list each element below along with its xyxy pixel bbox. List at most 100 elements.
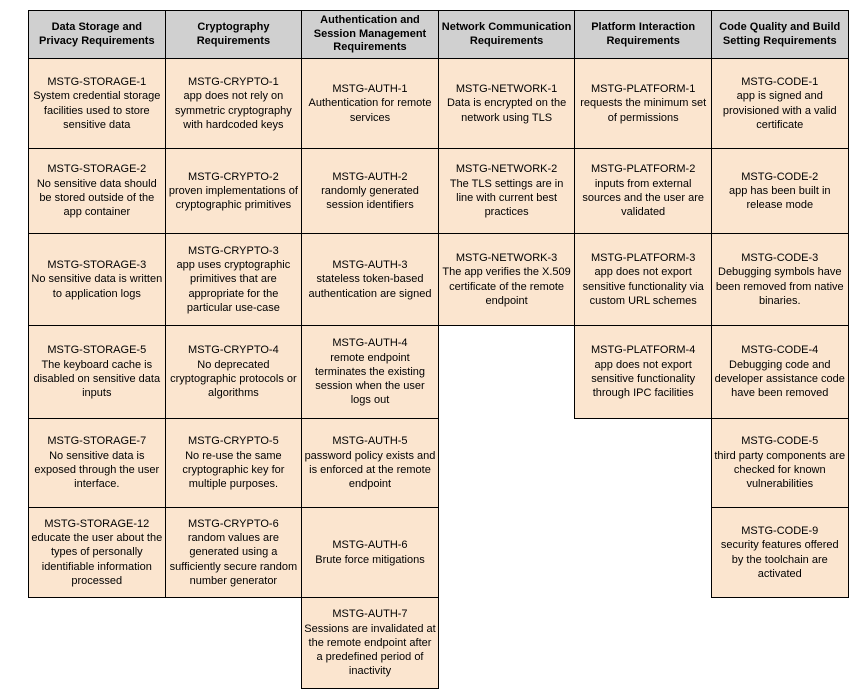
cell-mstg-storage-7: MSTG-STORAGE-7 No sensitive data is expo… [28,418,166,508]
header-row: Data Storage and Privacy Requirements Cr… [28,10,849,59]
requirement-text: remote endpoint terminates the existing … [314,351,426,407]
requirement-text: The keyboard cache is disabled on sensit… [33,358,161,400]
cell-mstg-storage-2: MSTG-STORAGE-2 No sensitive data should … [28,148,166,234]
cell-mstg-code-9: MSTG-CODE-9 security features offered by… [710,507,849,598]
requirement-text: System credential storage facilities use… [33,90,161,131]
cell-mstg-auth-3: MSTG-AUTH-3 stateless token-based authen… [301,233,439,326]
cell-mstg-auth-1: MSTG-AUTH-1 Authentication for remote se… [301,58,439,149]
requirement-code: MSTG-CODE-5 [741,435,819,448]
requirement-text: app uses cryptographic primitives that a… [176,259,291,314]
table-row: MSTG-STORAGE-1 System credential storage… [28,58,849,149]
requirement-code: MSTG-CRYPTO-6 [188,517,279,530]
requirement-text: Data is encrypted on the network using T… [446,97,567,124]
empty-cell [29,598,166,689]
cell-mstg-crypto-5: MSTG-CRYPTO-5 No re-use the same cryptog… [164,418,303,508]
requirement-text: stateless token-based authentication are… [308,273,432,300]
requirement-code: MSTG-CRYPTO-5 [188,435,279,448]
empty-cell [165,598,302,689]
cell-mstg-platform-1: MSTG-PLATFORM-1 requests the minimum set… [574,58,712,149]
cell-mstg-storage-3: MSTG-STORAGE-3 No sensitive data is writ… [28,233,166,326]
requirement-code: MSTG-AUTH-5 [332,435,408,448]
column-header-cryptography: Cryptography Requirements [164,10,303,59]
requirement-text: The TLS settings are in line with curren… [449,177,564,219]
cell-mstg-crypto-2: MSTG-CRYPTO-2 proven implementations of … [164,148,303,234]
empty-cell [438,508,575,598]
cell-mstg-storage-1: MSTG-STORAGE-1 System credential storage… [28,58,166,149]
table-row: MSTG-AUTH-7 Sessions are invalidated at … [29,597,849,689]
requirement-code: MSTG-STORAGE-7 [47,435,147,448]
requirement-code: MSTG-CRYPTO-2 [188,170,279,183]
requirement-text: The app verifies the X.509 certificate o… [442,266,571,307]
empty-cell [711,598,848,689]
requirement-text: educate the user about the types of pers… [31,532,163,587]
requirement-code: MSTG-STORAGE-2 [47,163,147,176]
requirement-code: MSTG-AUTH-6 [332,539,408,552]
cell-mstg-crypto-4: MSTG-CRYPTO-4 No deprecated cryptographi… [164,325,303,419]
requirement-text: app does not export sensitive functional… [591,358,696,400]
requirement-text: app is signed and provisioned with a val… [722,90,837,131]
empty-cell [575,419,712,508]
requirement-text: Debugging symbols have been removed from… [715,266,844,307]
requirement-code: MSTG-AUTH-3 [332,259,408,272]
requirement-text: app does not export sensitive functional… [582,266,704,307]
table-row: MSTG-STORAGE-7 No sensitive data is expo… [28,418,849,508]
requirement-code: MSTG-AUTH-4 [332,337,408,350]
requirement-code: MSTG-CODE-1 [741,75,819,88]
table-row: MSTG-STORAGE-5 The keyboard cache is dis… [28,325,849,419]
cell-mstg-network-1: MSTG-NETWORK-1 Data is encrypted on the … [437,58,576,149]
requirement-code: MSTG-CODE-4 [741,344,819,357]
requirement-code: MSTG-STORAGE-1 [47,75,147,88]
requirement-text: proven implementations of cryptographic … [168,184,298,212]
column-header-authentication: Authentication and Session Management Re… [301,10,439,59]
requirement-text: inputs from external sources and the use… [582,177,705,219]
requirement-code: MSTG-NETWORK-2 [455,163,558,176]
cell-mstg-code-1: MSTG-CODE-1 app is signed and provisione… [710,58,849,149]
requirement-text: Authentication for remote services [308,97,432,124]
requirement-text: No re-use the same cryptographic key for… [182,449,285,491]
column-header-data-storage: Data Storage and Privacy Requirements [28,10,166,59]
requirement-text: No sensitive data is written to applicat… [31,273,163,300]
requirement-code: MSTG-NETWORK-3 [455,251,558,264]
cell-mstg-platform-2: MSTG-PLATFORM-2 inputs from external sou… [574,148,712,234]
requirement-code: MSTG-AUTH-7 [332,608,408,621]
cell-mstg-crypto-1: MSTG-CRYPTO-1 app does not rely on symme… [164,58,303,149]
requirement-text: requests the minimum set of permissions [580,97,707,124]
requirement-code: MSTG-CRYPTO-1 [188,75,279,88]
requirement-text: Sessions are invalidated at the remote e… [304,622,436,678]
requirement-text: app does not rely on symmetric cryptogra… [175,90,292,131]
table-row: MSTG-STORAGE-2 No sensitive data should … [28,148,849,234]
cell-mstg-auth-5: MSTG-AUTH-5 password policy exists and i… [301,418,439,508]
requirement-text: third party components are checked for k… [714,449,846,491]
requirement-text: app has been built in release mode [729,184,831,212]
cell-mstg-auth-2: MSTG-AUTH-2 randomly generated session i… [301,148,439,234]
requirement-code: MSTG-NETWORK-1 [455,83,558,96]
cell-mstg-network-2: MSTG-NETWORK-2 The TLS settings are in l… [437,148,576,234]
requirement-text: No sensitive data should be stored outsi… [36,177,157,219]
cell-mstg-auth-7: MSTG-AUTH-7 Sessions are invalidated at … [301,597,439,689]
cell-mstg-network-3: MSTG-NETWORK-3 The app verifies the X.50… [437,233,576,326]
requirement-text: Debugging code and developer assistance … [714,358,845,400]
requirement-code: MSTG-STORAGE-12 [44,517,150,530]
requirement-code: MSTG-AUTH-2 [332,170,408,183]
cell-mstg-code-4: MSTG-CODE-4 Debugging code and developer… [710,325,849,419]
requirement-text: password policy exists and is enforced a… [304,449,436,491]
cell-mstg-code-3: MSTG-CODE-3 Debugging symbols have been … [710,233,849,326]
requirement-code: MSTG-CRYPTO-4 [188,344,279,357]
requirement-code: MSTG-PLATFORM-3 [591,251,696,264]
empty-cell [438,326,575,419]
requirement-code: MSTG-STORAGE-3 [47,259,147,272]
column-header-network: Network Communication Requirements [437,10,576,59]
empty-cell [575,508,712,598]
requirement-code: MSTG-PLATFORM-4 [591,344,696,357]
empty-cell [575,598,712,689]
table-row: MSTG-STORAGE-12 educate the user about t… [28,507,849,598]
empty-cell [438,419,575,508]
requirement-code: MSTG-CODE-3 [741,251,819,264]
cell-mstg-platform-4: MSTG-PLATFORM-4 app does not export sens… [574,325,712,419]
cell-mstg-code-2: MSTG-CODE-2 app has been built in releas… [710,148,849,234]
mstg-requirements-table: Data Storage and Privacy Requirements Cr… [28,10,849,689]
requirement-code: MSTG-CODE-9 [741,524,819,537]
requirement-text: Brute force mitigations [315,553,425,566]
requirement-text: No sensitive data is exposed through the… [34,449,160,491]
